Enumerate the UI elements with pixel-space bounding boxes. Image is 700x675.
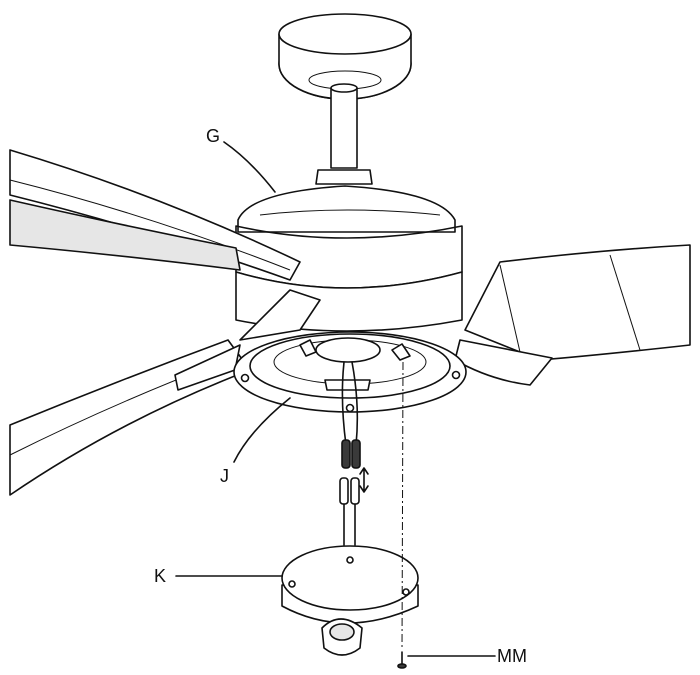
fan-blade-right	[454, 244, 691, 386]
label-k: K	[154, 566, 166, 586]
light-kit-cover	[281, 545, 419, 656]
fan-blade-left-upper	[9, 149, 301, 281]
label-mm: MM	[497, 646, 527, 666]
screw-mm	[397, 361, 407, 669]
mounting-plate	[233, 331, 467, 413]
downrod	[315, 83, 373, 185]
leader-lines	[175, 141, 496, 657]
fan-blade-left-lower	[9, 289, 321, 496]
wire-connectors	[339, 361, 369, 546]
label-j: J	[220, 466, 229, 486]
label-g: G	[206, 126, 220, 146]
